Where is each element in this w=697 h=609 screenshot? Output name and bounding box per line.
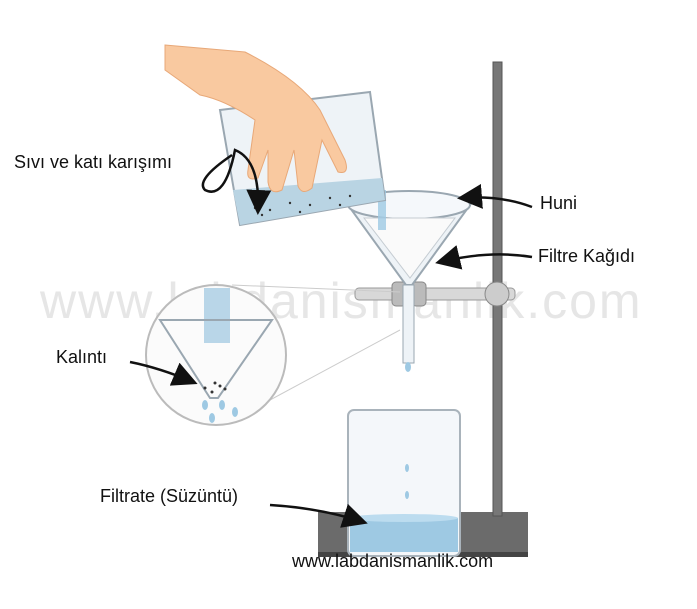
- residue-label: Kalıntı: [56, 347, 108, 367]
- filtrate-label: Filtrate (Süzüntü): [100, 486, 239, 506]
- clamp: [354, 281, 516, 307]
- website-link[interactable]: www.labdanismanlik.com: [292, 551, 494, 571]
- magnified-view: [145, 284, 401, 426]
- funnel-arrow: [457, 183, 533, 209]
- hand: [164, 44, 347, 193]
- residue-arrow: [129, 360, 198, 386]
- funnel: [346, 190, 472, 372]
- filter-paper-arrow: [435, 245, 533, 270]
- filtrate-arrow: [269, 503, 368, 528]
- label-arrows: [129, 148, 533, 528]
- watermark: www.labdanismanlik.com: [40, 273, 643, 329]
- filter-paper-label: Filtre Kağıdı: [538, 246, 636, 266]
- mixture-label: Sıvı ve katı karışımı: [14, 152, 173, 172]
- receiving-beaker: [347, 409, 461, 557]
- mixture-arrow: [201, 148, 272, 215]
- funnel-label: Huni: [540, 193, 578, 213]
